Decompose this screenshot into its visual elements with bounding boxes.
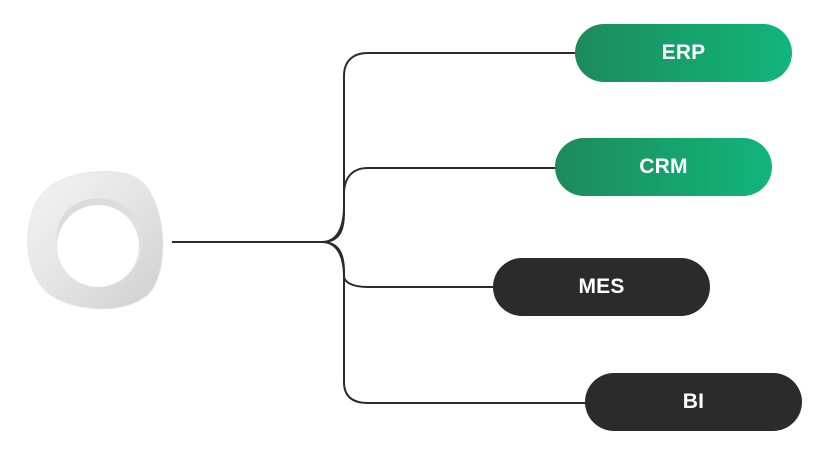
node-crm-label: CRM [639,155,688,178]
node-erp-label: ERP [661,41,706,64]
connector-mes [321,241,496,288]
node-bi-label: BI [682,390,705,413]
node-mes-label: MES [578,275,625,298]
node-crm: CRM [555,138,772,196]
node-mes: MES [493,258,710,316]
connector-crm [321,167,558,243]
connector-erp [321,52,578,243]
connector-bi [321,241,588,404]
ring-logo-icon [27,170,164,310]
connector-lines [172,52,588,404]
node-bi: BI [585,373,802,431]
node-erp: ERP [575,24,792,82]
